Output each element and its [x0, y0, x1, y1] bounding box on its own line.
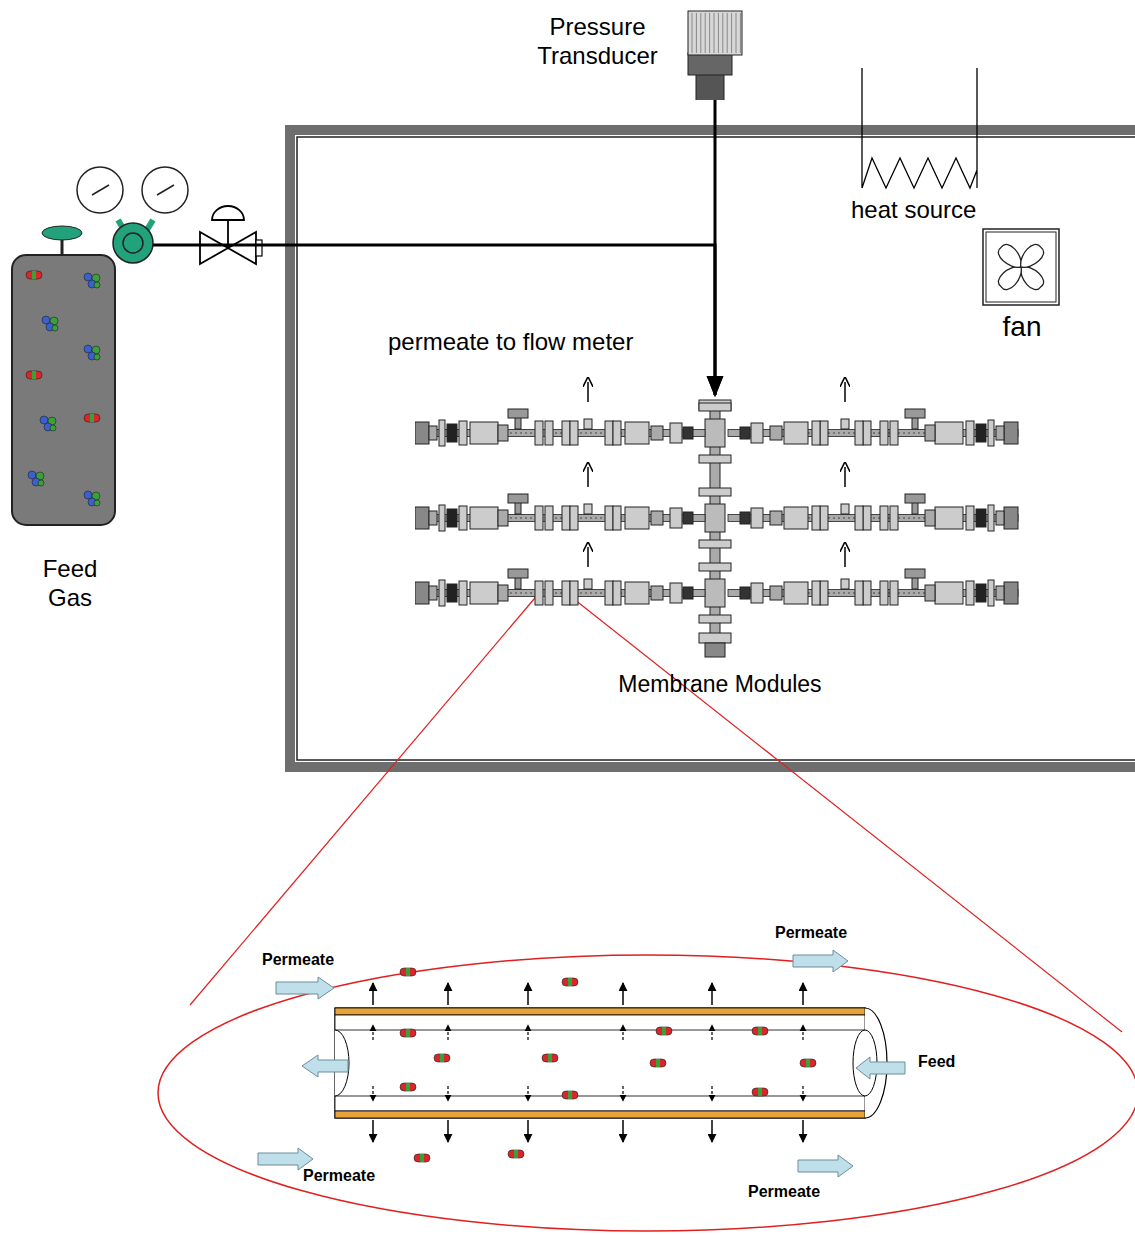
node-label: Membrane Modules	[415, 671, 1025, 699]
part-label: permeate to flow meter	[388, 328, 633, 357]
flow-label: Permeate	[748, 1182, 820, 1201]
node-label: fan	[980, 310, 1064, 344]
node-shape	[415, 395, 1025, 705]
molecules	[400, 968, 816, 1162]
flow-label: Permeate	[775, 923, 847, 942]
node-shape	[8, 165, 193, 620]
valve	[200, 206, 262, 264]
flow-label: Permeate	[303, 1166, 375, 1185]
membrane-modules: Membrane Modules	[415, 395, 1025, 705]
transducer: Pressure Transducer	[520, 5, 745, 100]
flow-arrows	[258, 950, 905, 1177]
oven-wall	[290, 130, 1135, 767]
zoom-callout	[158, 592, 1135, 1231]
membrane-tube	[335, 1008, 887, 1118]
fan: fan	[980, 226, 1064, 351]
node-label: Feed Gas	[27, 555, 113, 613]
node-label: Pressure Transducer	[520, 13, 675, 71]
flux-arrows	[373, 983, 803, 1142]
flow-label: Permeate	[262, 950, 334, 969]
gas-line	[714, 100, 717, 395]
heater-coil	[862, 68, 977, 188]
part-label: heat source	[851, 196, 976, 225]
gas-line	[193, 245, 715, 395]
gas-cylinder: Feed Gas	[8, 165, 193, 620]
flow-label: Feed	[918, 1052, 955, 1071]
